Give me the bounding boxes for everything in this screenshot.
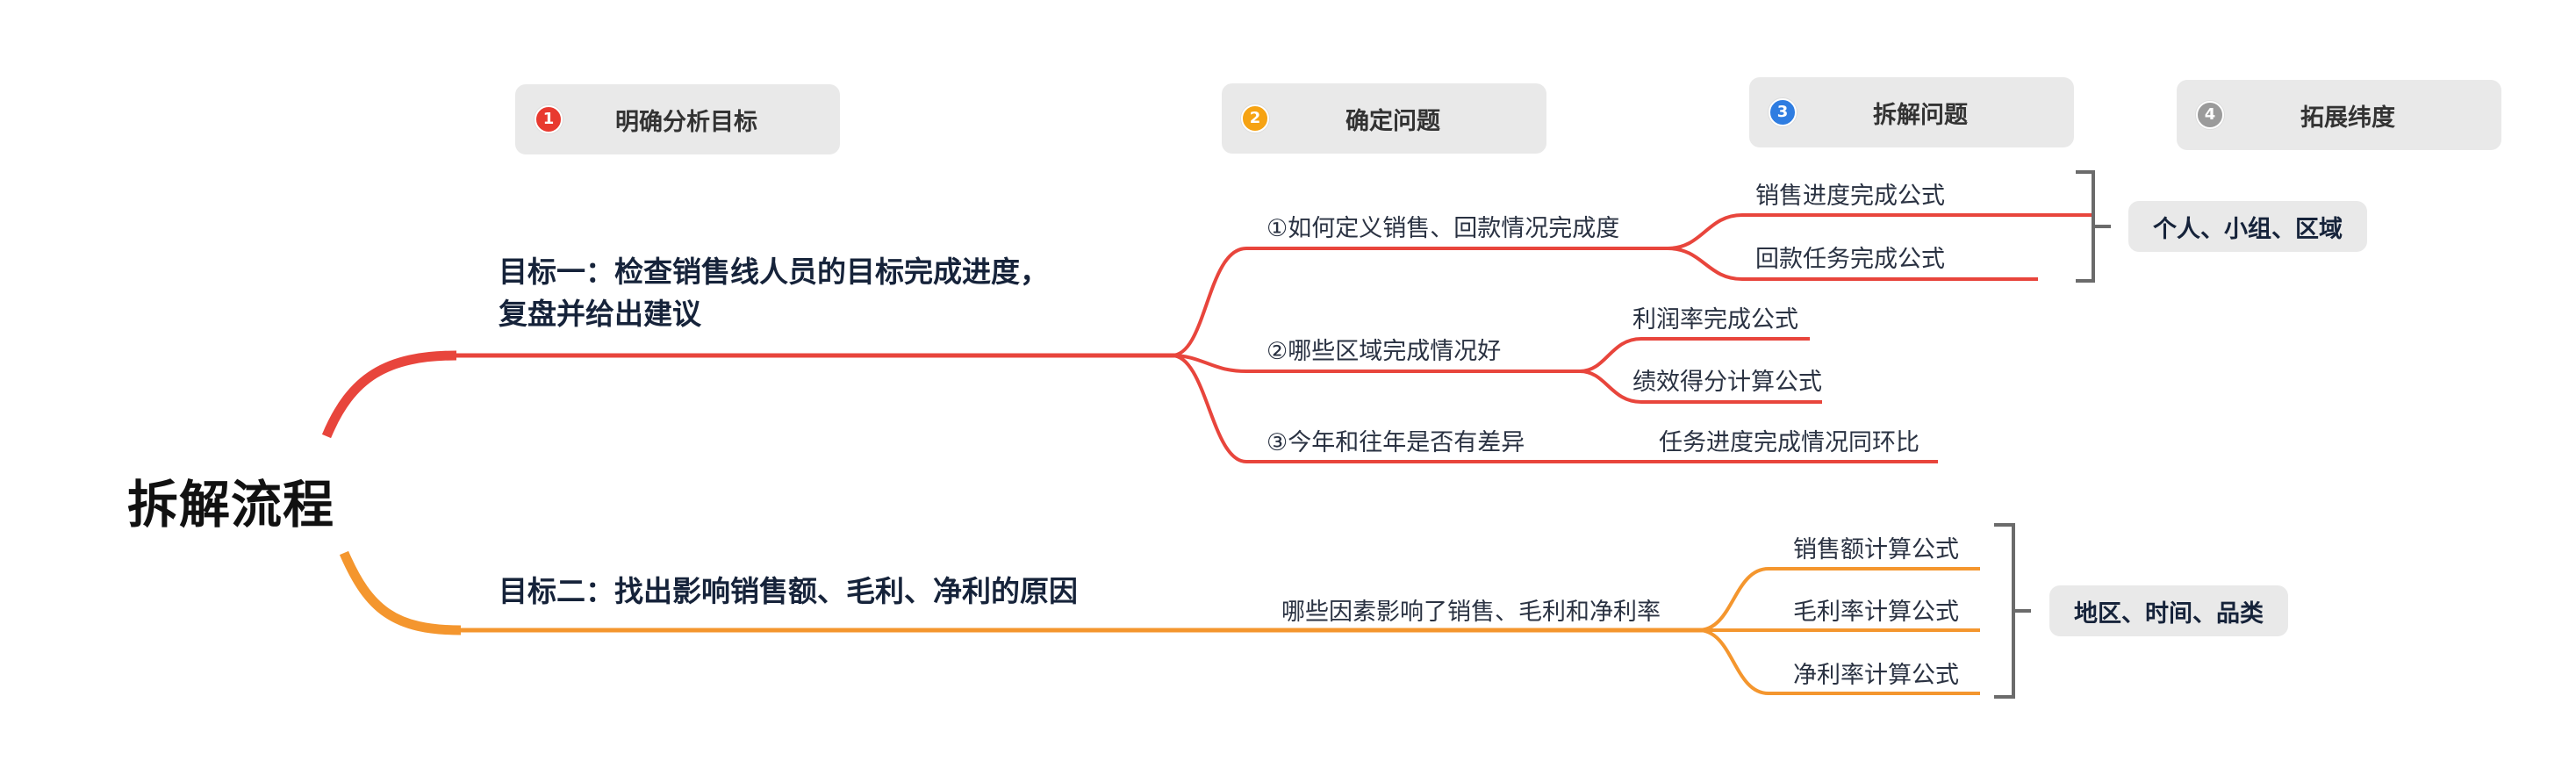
- goal1-title-line1: 目标一：检查销售线人员的目标完成进度，: [499, 255, 1049, 289]
- step-3-number-badge-icon: 3: [1769, 98, 1797, 126]
- goal1-topic[interactable]: 目标一：检查销售线人员的目标完成进度， 复盘并给出建议: [499, 251, 1049, 335]
- step-2-label: 确定问题: [1345, 107, 1440, 135]
- goal2-topic[interactable]: 目标二：找出影响销售额、毛利、净利的原因: [499, 574, 1078, 608]
- q3-child-yoy-mom-comparison[interactable]: 任务进度完成情况同环比: [1659, 429, 1919, 456]
- step-4-number-badge-icon: 4: [2196, 101, 2224, 129]
- step-4-box[interactable]: 4 拓展纬度: [2177, 80, 2501, 150]
- q2-child-performance-score-formula[interactable]: 绩效得分计算公式: [1632, 369, 1822, 396]
- goal1-title-line2: 复盘并给出建议: [499, 297, 701, 331]
- step-3-box[interactable]: 3 拆解问题: [1749, 77, 2074, 147]
- goal2-child-sales-amount-formula[interactable]: 销售额计算公式: [1793, 536, 1959, 563]
- q1-child-payment-task-formula[interactable]: 回款任务完成公式: [1755, 246, 1945, 273]
- root-to-goal2-connector: [339, 550, 462, 635]
- step-1-label: 明确分析目标: [615, 108, 757, 136]
- step-2-box[interactable]: 2 确定问题: [1222, 83, 1546, 154]
- q2-child-profit-rate-formula[interactable]: 利润率完成公式: [1632, 306, 1798, 334]
- step-2-number-badge-icon: 2: [1241, 104, 1269, 133]
- step-1-box[interactable]: 1 明确分析目标: [515, 84, 840, 154]
- root-to-goal1-connector: [321, 350, 457, 439]
- goal2-child-gross-margin-formula[interactable]: 毛利率计算公式: [1793, 599, 1959, 626]
- step-3-label: 拆解问题: [1873, 101, 1968, 129]
- goal2-question[interactable]: 哪些因素影响了销售、毛利和净利率: [1281, 599, 1661, 626]
- bracket-goal1: [2076, 170, 2095, 283]
- goal1-question-2[interactable]: ②哪些区域完成情况好: [1266, 338, 1502, 365]
- root-topic[interactable]: 拆解流程: [127, 475, 335, 535]
- bracket-goal2: [1994, 523, 2015, 699]
- step-1-number-badge-icon: 1: [535, 105, 563, 133]
- goal1-question-1[interactable]: ①如何定义销售、回款情况完成度: [1266, 215, 1620, 242]
- goal2-dimension-tag[interactable]: 地区、时间、品类: [2049, 585, 2288, 636]
- goal2-child-net-margin-formula[interactable]: 净利率计算公式: [1793, 662, 1959, 689]
- step-4-label: 拓展纬度: [2300, 104, 2395, 132]
- goal1-dimension-tag[interactable]: 个人、小组、区域: [2128, 201, 2367, 252]
- q1-child-sales-progress-formula[interactable]: 销售进度完成公式: [1755, 183, 1945, 210]
- goal1-question-3[interactable]: ③今年和往年是否有差异: [1266, 429, 1525, 456]
